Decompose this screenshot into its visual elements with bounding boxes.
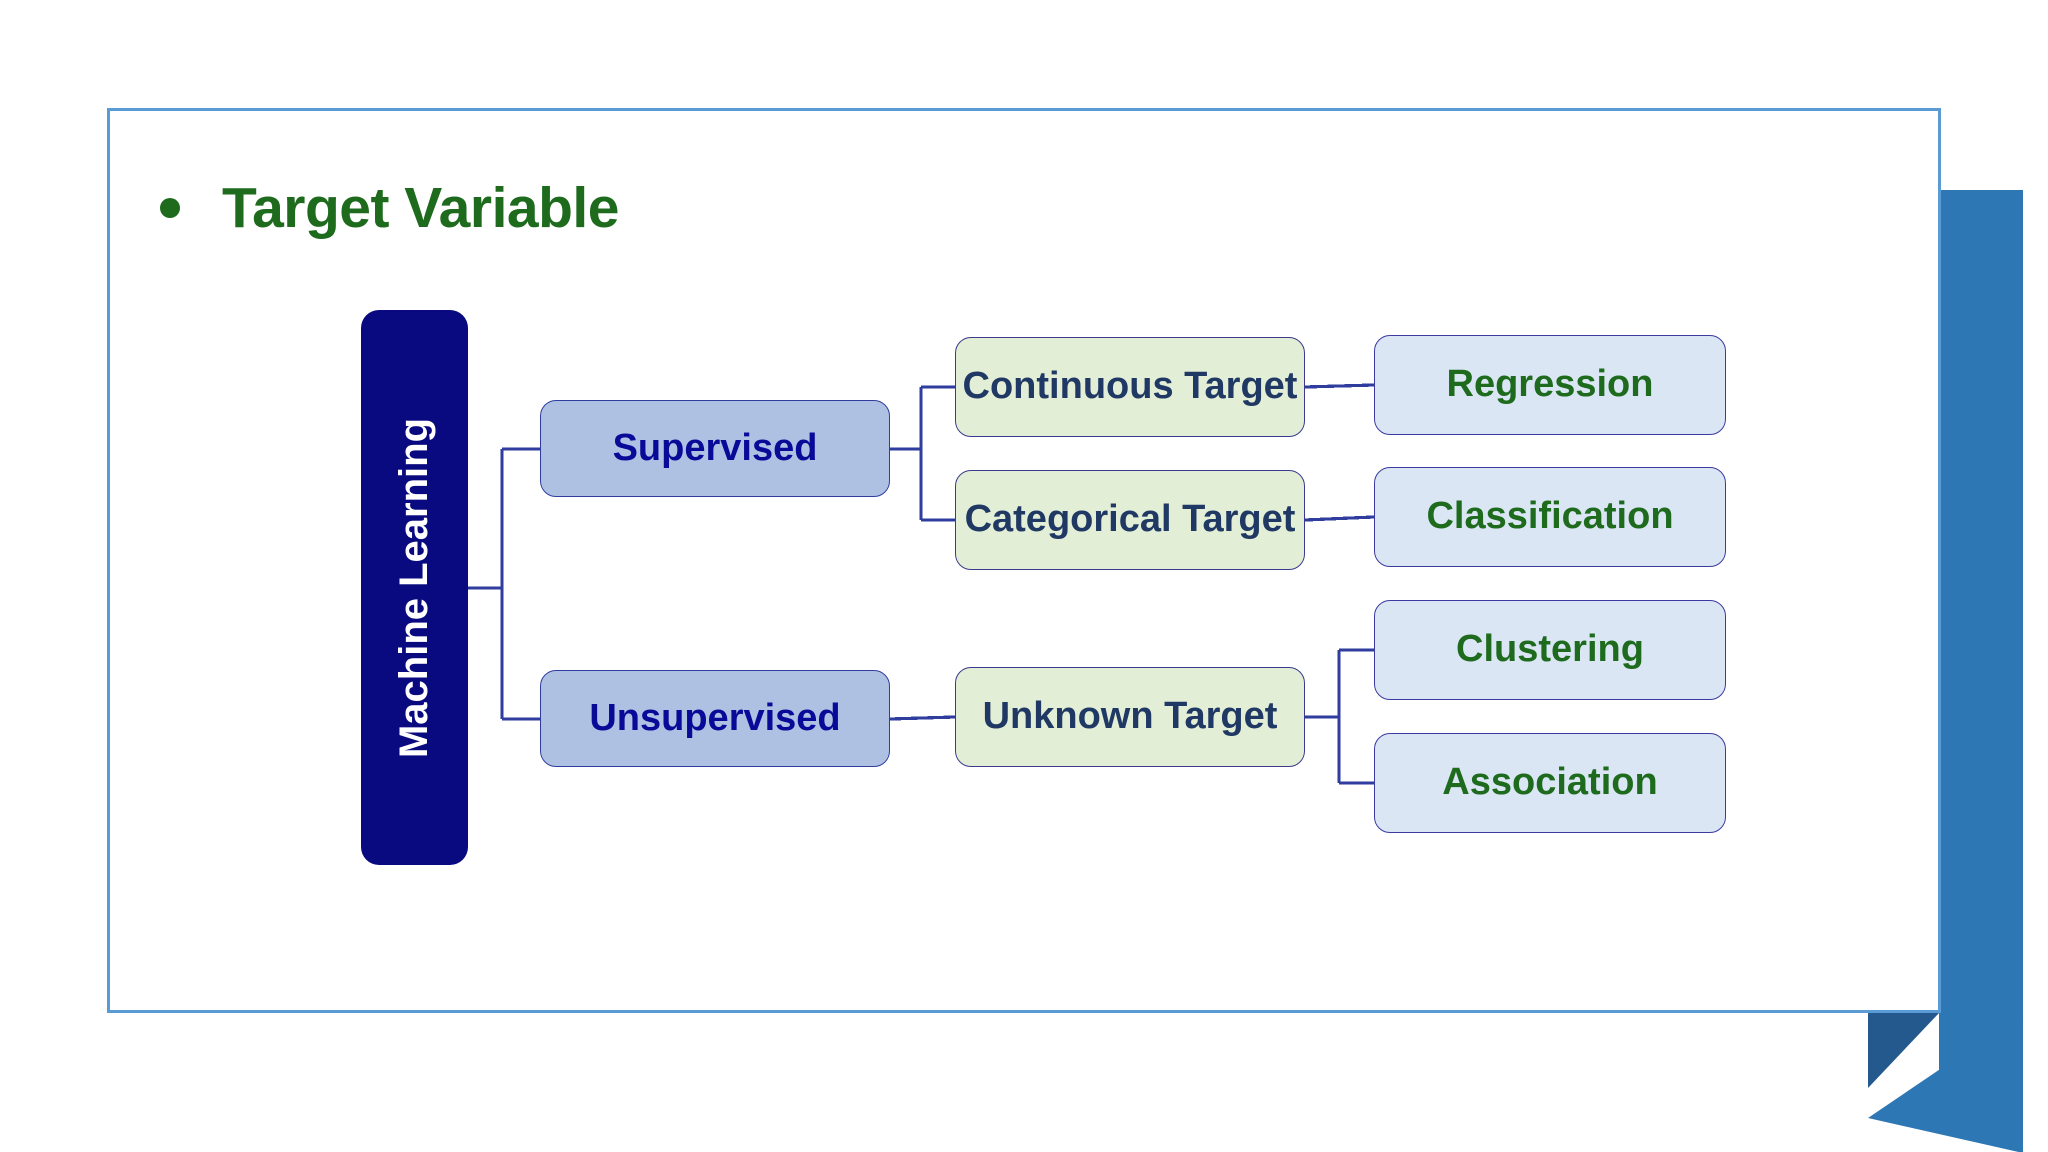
node-unknown-target[interactable]: Unknown Target: [955, 667, 1305, 767]
node-regression[interactable]: Regression: [1374, 335, 1726, 435]
node-categorical-target-label: Categorical Target: [964, 498, 1296, 541]
accent-corner-fold: [1868, 1013, 2023, 1152]
node-continuous-target-label: Continuous Target: [962, 365, 1298, 408]
page-title: Target Variable: [160, 175, 619, 241]
corner-fold-shadow: [1868, 1013, 1939, 1088]
node-classification-label: Classification: [1426, 495, 1674, 538]
node-unsupervised[interactable]: Unsupervised: [540, 670, 890, 767]
node-machine-learning[interactable]: Machine Learning: [361, 310, 468, 865]
node-regression-label: Regression: [1446, 363, 1654, 406]
accent-side-panel: [1939, 190, 2023, 1070]
node-clustering-label: Clustering: [1456, 628, 1644, 671]
node-unsupervised-label: Unsupervised: [589, 696, 841, 739]
node-continuous-target[interactable]: Continuous Target: [955, 337, 1305, 437]
node-association[interactable]: Association: [1374, 733, 1726, 833]
page-title-text: Target Variable: [222, 176, 619, 240]
node-unknown-target-label: Unknown Target: [982, 695, 1278, 738]
node-categorical-target[interactable]: Categorical Target: [955, 470, 1305, 570]
node-classification[interactable]: Classification: [1374, 467, 1726, 567]
node-association-label: Association: [1442, 761, 1658, 804]
node-machine-learning-label: Machine Learning: [392, 417, 437, 758]
node-supervised-label: Supervised: [612, 426, 818, 469]
bullet-icon: [160, 198, 180, 218]
node-supervised[interactable]: Supervised: [540, 400, 890, 497]
node-clustering[interactable]: Clustering: [1374, 600, 1726, 700]
